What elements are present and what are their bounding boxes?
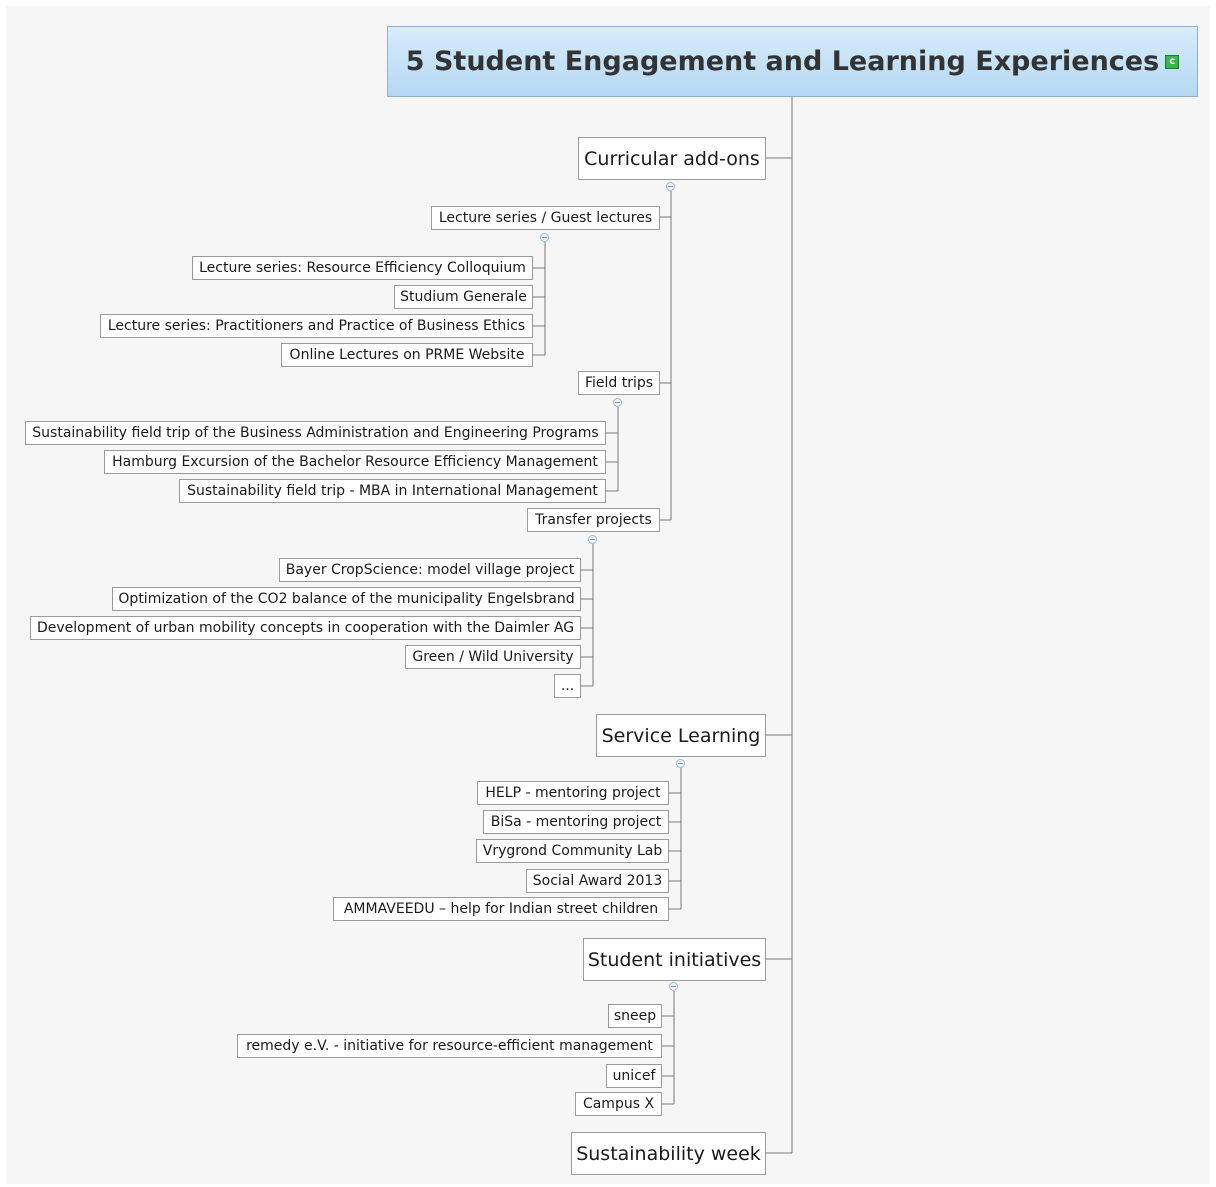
item-label: HELP - mentoring project: [485, 785, 661, 801]
topic-service-learning[interactable]: Service Learning: [596, 714, 766, 757]
item-label: Green / Wild University: [412, 649, 574, 665]
item-label: Online Lectures on PRME Website: [289, 347, 525, 363]
list-item[interactable]: BiSa - mentoring project: [483, 810, 669, 834]
list-item[interactable]: Hamburg Excursion of the Bachelor Resour…: [104, 450, 606, 474]
item-label: sneep: [613, 1008, 657, 1024]
list-item[interactable]: Studium Generale: [394, 285, 533, 309]
list-item[interactable]: Bayer CropScience: model village project: [279, 558, 581, 582]
collapse-toggle-icon[interactable]: [540, 233, 549, 242]
c-icon: c: [1165, 54, 1180, 69]
item-label: Studium Generale: [400, 289, 527, 305]
item-label: remedy e.V. - initiative for resource-ef…: [246, 1038, 653, 1054]
list-item[interactable]: Development of urban mobility concepts i…: [30, 616, 581, 640]
item-label: Development of urban mobility concepts i…: [36, 620, 575, 636]
list-item[interactable]: Lecture series: Resource Efficiency Coll…: [192, 256, 533, 280]
collapse-toggle-icon[interactable]: [613, 398, 622, 407]
item-label: Sustainability field trip of the Busines…: [32, 425, 599, 441]
topic-label: Service Learning: [601, 724, 761, 747]
list-item[interactable]: HELP - mentoring project: [477, 781, 669, 805]
item-label: Optimization of the CO2 balance of the m…: [118, 591, 575, 607]
collapse-toggle-icon[interactable]: [676, 759, 685, 768]
item-label: Lecture series: Practitioners and Practi…: [107, 318, 526, 334]
item-label: AMMAVEEDU – help for Indian street child…: [343, 901, 659, 917]
subtopic-label: Transfer projects: [535, 512, 652, 528]
item-label: unicef: [612, 1068, 656, 1084]
item-label: BiSa - mentoring project: [490, 814, 662, 830]
topic-sustainability-week[interactable]: Sustainability week: [571, 1132, 766, 1175]
topic-label: Sustainability week: [576, 1142, 761, 1165]
list-item[interactable]: Online Lectures on PRME Website: [281, 343, 533, 367]
item-label: ...: [560, 678, 575, 694]
list-item[interactable]: Vrygrond Community Lab: [476, 839, 669, 863]
list-item[interactable]: Sustainability field trip of the Busines…: [25, 421, 606, 445]
subtopic-label: Field trips: [584, 375, 654, 391]
topic-curricular-add-ons[interactable]: Curricular add-ons: [578, 137, 766, 180]
item-label: Hamburg Excursion of the Bachelor Resour…: [112, 454, 598, 470]
item-label: Bayer CropScience: model village project: [285, 562, 575, 578]
list-item[interactable]: Green / Wild University: [405, 645, 581, 669]
list-item[interactable]: unicef: [606, 1064, 662, 1088]
list-item[interactable]: Optimization of the CO2 balance of the m…: [112, 587, 581, 611]
root-title: 5 Student Engagement and Learning Experi…: [405, 46, 1160, 77]
topic-label: Curricular add-ons: [584, 147, 760, 170]
collapse-toggle-icon[interactable]: [666, 182, 675, 191]
collapse-toggle-icon[interactable]: [588, 535, 597, 544]
root-topic[interactable]: 5 Student Engagement and Learning Experi…: [387, 26, 1198, 97]
topic-student-initiatives[interactable]: Student initiatives: [583, 938, 766, 981]
list-item[interactable]: Lecture series: Practitioners and Practi…: [100, 314, 533, 338]
subtopic-transfer-projects[interactable]: Transfer projects: [527, 508, 660, 532]
list-item[interactable]: AMMAVEEDU – help for Indian street child…: [333, 897, 669, 921]
list-item[interactable]: Sustainability field trip - MBA in Inter…: [179, 479, 606, 503]
list-item[interactable]: ...: [554, 674, 581, 698]
subtopic-lecture-series[interactable]: Lecture series / Guest lectures: [431, 206, 660, 230]
collapse-toggle-icon[interactable]: [669, 982, 678, 991]
topic-label: Student initiatives: [587, 948, 762, 971]
item-label: Vrygrond Community Lab: [482, 843, 663, 859]
list-item[interactable]: Campus X: [575, 1092, 662, 1116]
item-label: Social Award 2013: [532, 873, 663, 889]
item-label: Campus X: [582, 1096, 655, 1112]
list-item[interactable]: Social Award 2013: [526, 869, 669, 893]
list-item[interactable]: remedy e.V. - initiative for resource-ef…: [237, 1034, 662, 1058]
item-label: Sustainability field trip - MBA in Inter…: [187, 483, 598, 499]
item-label: Lecture series: Resource Efficiency Coll…: [199, 260, 526, 276]
subtopic-label: Lecture series / Guest lectures: [438, 210, 653, 226]
subtopic-field-trips[interactable]: Field trips: [578, 371, 660, 395]
list-item[interactable]: sneep: [608, 1004, 662, 1028]
